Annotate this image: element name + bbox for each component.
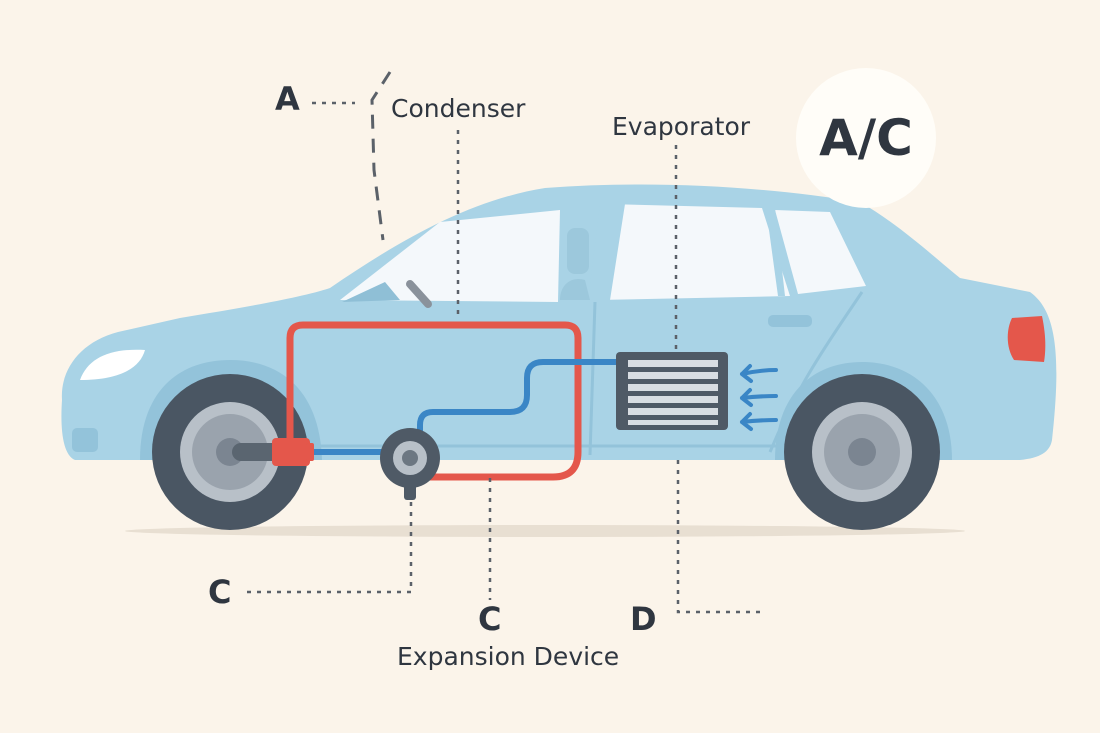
tail-light [1007, 316, 1046, 362]
label-c-center: C [478, 600, 502, 638]
airflow-arrow-icon [740, 364, 778, 431]
front-wheel [152, 374, 308, 530]
dashboard [342, 282, 400, 302]
rear-pillar [766, 208, 785, 296]
headrest [567, 228, 589, 274]
front-window [598, 204, 790, 300]
door-line [588, 301, 597, 456]
rear-wheel [784, 374, 940, 530]
front-marker [72, 428, 98, 452]
leader-d [676, 460, 760, 614]
label-d: D [630, 600, 657, 638]
leader-c-left [247, 502, 413, 594]
ac-badge-text: A/C [819, 109, 913, 167]
compressor-icon [232, 438, 314, 466]
rear-window [775, 210, 866, 294]
ground-shadow [125, 525, 965, 537]
expansion-valve-icon [380, 428, 440, 500]
window-pillar [588, 204, 625, 300]
steering-wheel [406, 280, 432, 308]
door-handle [768, 315, 812, 327]
label-evaporator: Evaporator [612, 112, 751, 141]
label-c-left: C [208, 573, 232, 611]
evaporator-icon [616, 352, 728, 430]
hot-refrigerant-line [286, 321, 582, 481]
label-expansion-device: Expansion Device [397, 642, 620, 671]
leader-a-bend [370, 71, 392, 241]
ac-badge: A/C [796, 68, 936, 208]
label-condenser: Condenser [391, 94, 526, 123]
cold-refrigerant-line [308, 359, 620, 455]
headlight [80, 349, 145, 380]
label-a: A [275, 80, 300, 118]
windshield [340, 210, 560, 302]
seat-back [560, 278, 590, 300]
